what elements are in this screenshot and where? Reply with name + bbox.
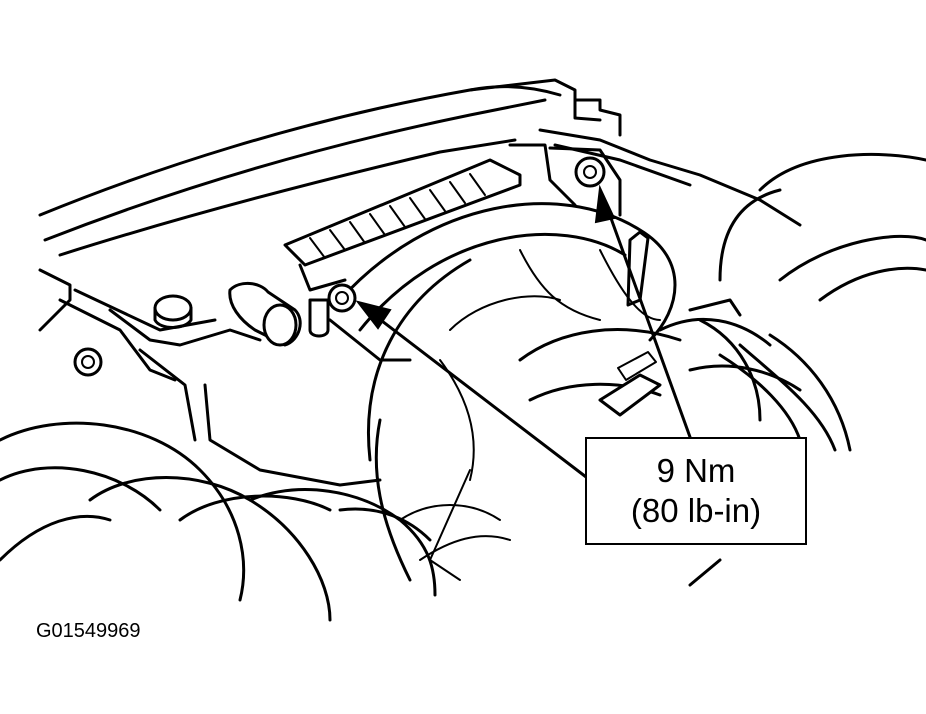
air-intake-duct	[626, 152, 926, 587]
bolt-far-left	[73, 347, 103, 377]
torque-nm-label: 9 Nm	[656, 452, 736, 489]
radiator-grille-slats	[283, 158, 522, 292]
engine-pulleys	[0, 421, 437, 622]
radiator-support	[38, 78, 802, 442]
radiator-cap	[153, 294, 193, 329]
radiator-hose	[518, 317, 852, 452]
torque-lbin-label: (80 lb-in)	[630, 492, 762, 529]
figure-id-label: G01549969	[36, 620, 141, 642]
callout-leader-right	[594, 184, 692, 439]
torque-spec-callout: 9 Nm (80 lb-in)	[585, 437, 807, 545]
bolt-right	[574, 156, 606, 188]
overflow-nipple	[228, 282, 302, 347]
callout-leader-left	[355, 300, 592, 482]
bolt-left	[308, 283, 357, 338]
